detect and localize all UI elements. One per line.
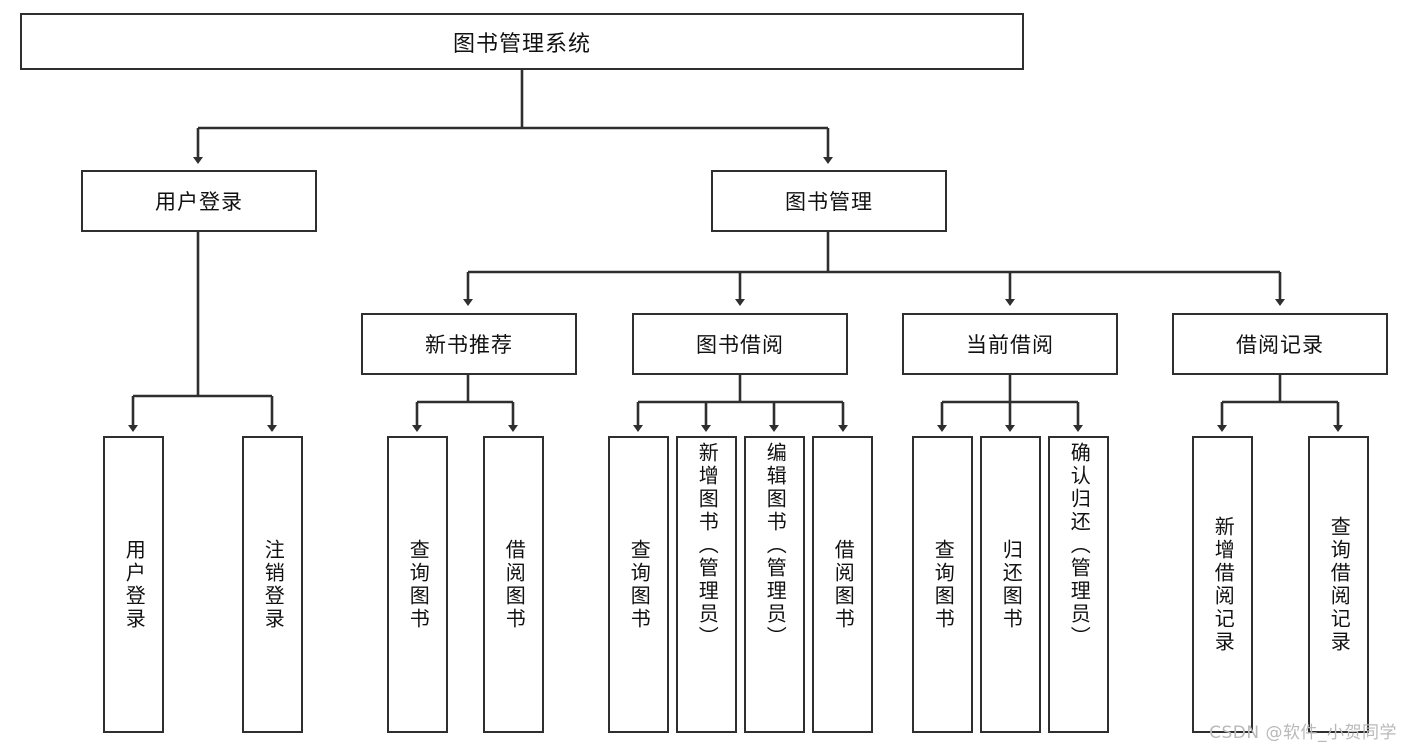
node-book-management[interactable]: 图书管理 (711, 170, 947, 232)
leaf-borrow-record-add-record[interactable]: 新增借阅记录 (1192, 436, 1253, 733)
leaf-new-book-borrow-book[interactable]: 借阅图书 (483, 436, 544, 733)
leaf-label: 借阅图书 (831, 538, 856, 631)
leaf-label: 归还图书 (999, 538, 1024, 631)
leaf-user-login-logout[interactable]: 注销登录 (242, 436, 303, 733)
leaf-current-borrow-query-book[interactable]: 查询图书 (912, 436, 973, 733)
node-book-borrow[interactable]: 图书借阅 (632, 313, 848, 375)
node-borrow-record[interactable]: 借阅记录 (1172, 313, 1388, 375)
leaf-book-borrow-edit-book-admin[interactable]: 编辑图书（管理员） (744, 436, 805, 733)
leaf-current-borrow-return-book[interactable]: 归还图书 (980, 436, 1041, 733)
leaf-book-borrow-query-book[interactable]: 查询图书 (608, 436, 669, 733)
watermark-text: CSDN @软件_小贺同学 (1209, 723, 1397, 743)
leaf-book-borrow-borrow-book[interactable]: 借阅图书 (812, 436, 873, 733)
leaf-book-borrow-add-book-admin[interactable]: 新增图书（管理员） (676, 436, 737, 733)
node-root-system[interactable]: 图书管理系统 (20, 13, 1024, 70)
leaf-new-book-query-book[interactable]: 查询图书 (387, 436, 448, 733)
leaf-current-borrow-confirm-return-admin[interactable]: 确认归还（管理员） (1048, 436, 1109, 733)
node-current-borrow[interactable]: 当前借阅 (902, 313, 1118, 375)
leaf-user-login-login[interactable]: 用户登录 (103, 436, 164, 733)
leaf-label: 查询图书 (931, 538, 956, 631)
leaf-borrow-record-query-record[interactable]: 查询借阅记录 (1308, 436, 1369, 733)
leaf-label: 编辑图书（管理员） (763, 442, 788, 649)
leaf-label: 确认归还（管理员） (1067, 442, 1092, 649)
leaf-label: 借阅图书 (502, 538, 527, 631)
leaf-label: 查询借阅记录 (1327, 515, 1352, 654)
leaf-label: 注销登录 (261, 538, 286, 631)
leaf-label: 新增图书（管理员） (695, 442, 720, 649)
leaf-label: 新增借阅记录 (1211, 515, 1236, 654)
node-new-book-recommend[interactable]: 新书推荐 (361, 313, 577, 375)
leaf-label: 用户登录 (122, 538, 147, 631)
leaf-label: 查询图书 (627, 538, 652, 631)
leaf-label: 查询图书 (406, 538, 431, 631)
node-user-login[interactable]: 用户登录 (81, 170, 317, 232)
